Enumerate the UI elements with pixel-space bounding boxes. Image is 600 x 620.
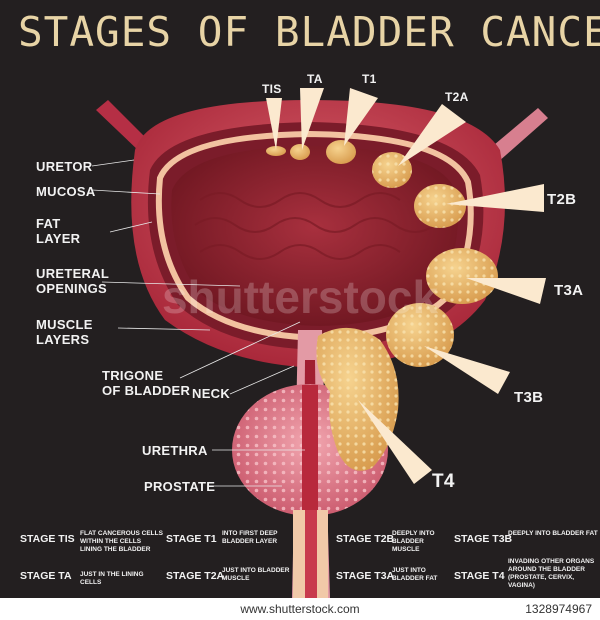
footer-image-id: 1328974967 (525, 602, 592, 616)
arrow-t4 (358, 400, 432, 484)
arrow-t3a (466, 278, 546, 304)
label-fat-layer: FAT LAYER (36, 216, 81, 246)
arrow-t3b (424, 346, 510, 394)
tumor-t1 (326, 140, 356, 164)
stage-label-t4: T4 (432, 471, 455, 492)
label-prostate: PROSTATE (144, 479, 216, 494)
legend-desc: DEEPLY INTO BLADDER MUSCLE (392, 530, 435, 553)
legend-desc: INTO FIRST DEEP BLADDER LAYER (222, 530, 278, 545)
stage-label-t2a: T2A (445, 90, 469, 104)
legend-name: STAGE T2B (336, 533, 395, 545)
legend-desc: JUST IN THE LINING CELLS (80, 571, 144, 586)
legend-name: STAGE T4 (454, 570, 505, 582)
tumor-ta (290, 144, 310, 160)
stage-label-tis: TIS (262, 82, 282, 96)
label-uretor: URETOR (36, 159, 93, 174)
page-title: STAGES OF BLADDER CANCER (18, 8, 600, 56)
label-trigone: TRIGONE OF BLADDER (102, 368, 191, 398)
stage-arrows (266, 88, 546, 484)
legend-name: STAGE T3A (336, 570, 395, 582)
bladder-lumen (171, 146, 459, 326)
stage-label-t3a: T3A (554, 282, 584, 299)
arrow-ta (300, 88, 324, 150)
leader-lines (91, 159, 305, 487)
label-neck: NECK (192, 386, 231, 401)
footer-bar: www.shutterstock.com 1328974967 (0, 598, 600, 620)
label-urethra: URETHRA (142, 443, 208, 458)
mucosa-folds (194, 192, 436, 260)
arrow-t2a (398, 104, 466, 166)
tumor-tis (266, 146, 286, 156)
stage-label-t1: T1 (362, 72, 377, 86)
legend-name: STAGE T3B (454, 533, 513, 545)
legend-name: STAGE TIS (20, 533, 75, 545)
bladder-illustration (91, 88, 548, 598)
label-mucosa: MUCOSA (36, 184, 96, 199)
arrow-t1 (344, 88, 378, 146)
left-ureter (96, 100, 150, 152)
legend-desc: JUST INTO BLADDER MUSCLE (222, 567, 290, 582)
legend-desc: FLAT CANCEROUS CELLS WITHIN THE CELLS LI… (80, 530, 163, 553)
arrow-tis (266, 98, 282, 150)
right-ureter (488, 108, 548, 162)
arrow-t2b (446, 184, 544, 212)
legend-name: STAGE TA (20, 570, 72, 582)
poster: STAGES OF BLADDER CANCER (0, 0, 600, 598)
legend-desc: JUST INTO BLADDER FAT (392, 567, 438, 582)
label-ureteral-openings: URETERAL OPENINGS (36, 266, 110, 296)
label-muscle-layers: MUSCLE LAYERS (36, 317, 93, 347)
stage-label-t2b: T2B (547, 191, 577, 208)
legend-name: STAGE T2A (166, 570, 225, 582)
legend-name: STAGE T1 (166, 533, 217, 545)
watermark: shutterstock (161, 271, 439, 323)
legend-desc: DEEPLY INTO BLADDER FAT (508, 530, 598, 537)
tumors (266, 140, 498, 471)
footer-url: www.shutterstock.com (240, 602, 360, 616)
legend-desc: INVADING OTHER ORGANS AROUND THE BLADDER… (508, 558, 595, 589)
stage-label-t3b: T3B (514, 389, 544, 406)
stage-label-ta: TA (307, 72, 323, 86)
